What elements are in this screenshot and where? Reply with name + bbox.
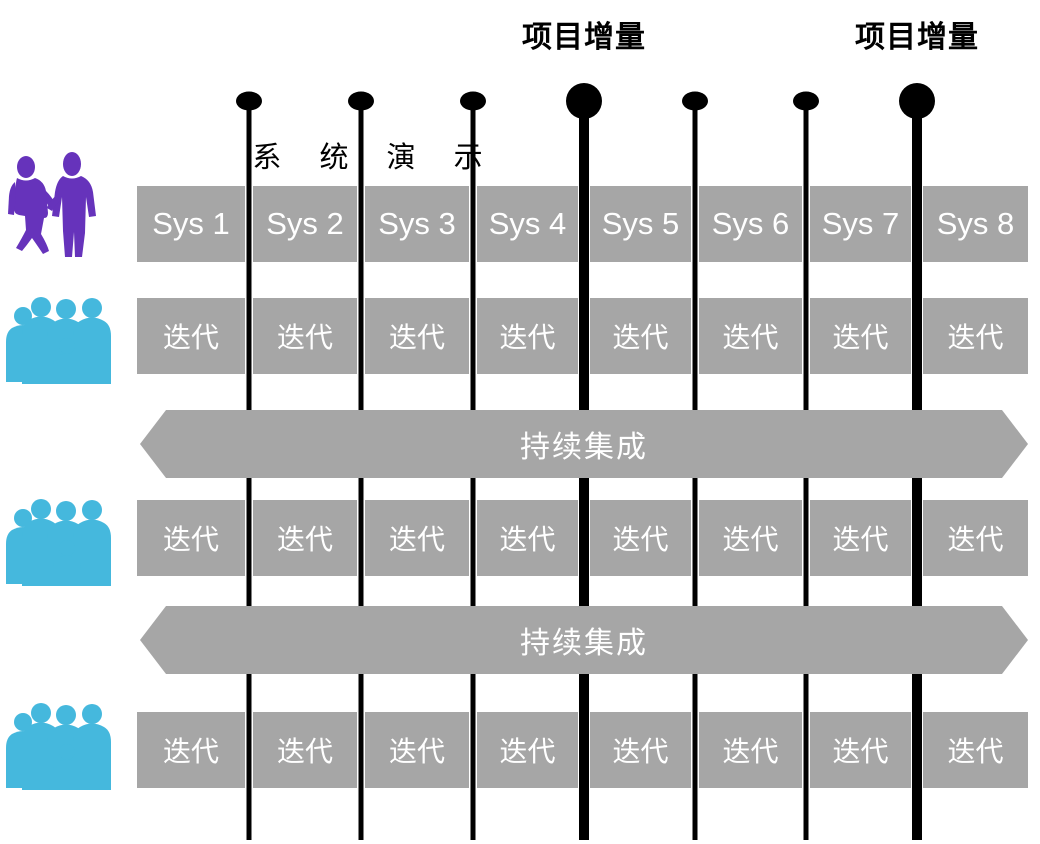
bar-segment: 迭代 <box>365 500 469 576</box>
bar-segment: Sys 4 <box>477 186 578 262</box>
continuous-integration-label: 持续集成 <box>520 431 648 464</box>
bar-segment: Sys 2 <box>253 186 357 262</box>
bar-segment: Sys 5 <box>590 186 691 262</box>
bar-segment: 迭代 <box>477 712 578 788</box>
bar-segment: 迭代 <box>810 712 911 788</box>
bar-segment: 迭代 <box>810 500 911 576</box>
system-cell-8: Sys 8 <box>936 206 1015 241</box>
iteration-cell-8: 迭代 <box>947 524 1004 555</box>
bar-segment: 迭代 <box>810 298 911 374</box>
system-demo-marker-3 <box>460 91 486 111</box>
iteration-cell-1: 迭代 <box>162 524 219 555</box>
iteration-cell-6: 迭代 <box>722 736 779 767</box>
system-demo-label: 系 统 演 示 <box>252 142 498 174</box>
continuous-integration-band-1: 持续集成 <box>140 410 1028 478</box>
pi-boundary-marker-7 <box>899 83 935 119</box>
iteration-row-3: 迭代 迭代 迭代 迭代 迭代 迭代 迭代 迭代 <box>0 712 1040 788</box>
iteration-cell-3: 迭代 <box>388 524 445 555</box>
bar-segment: 迭代 <box>699 712 802 788</box>
bar-segment: Sys 6 <box>699 186 802 262</box>
bar-segment: Sys 1 <box>137 186 245 262</box>
system-demo-marker-2 <box>348 91 374 111</box>
iteration-cell-8: 迭代 <box>947 736 1004 767</box>
iteration-cell-8: 迭代 <box>947 322 1004 353</box>
system-cell-1: Sys 1 <box>152 206 230 241</box>
iteration-cell-4: 迭代 <box>499 322 556 353</box>
iteration-cell-1: 迭代 <box>162 736 219 767</box>
iteration-cell-4: 迭代 <box>499 736 556 767</box>
bar-segment: Sys 8 <box>923 186 1028 262</box>
system-cell-2: Sys 2 <box>266 206 344 241</box>
bar-segment: 迭代 <box>923 712 1028 788</box>
bar-segment: 迭代 <box>137 500 245 576</box>
iteration-cell-3: 迭代 <box>388 322 445 353</box>
bar-segment: 迭代 <box>477 500 578 576</box>
iteration-cell-2: 迭代 <box>276 322 333 353</box>
team-group-icon <box>4 494 116 586</box>
iteration-cell-7: 迭代 <box>832 524 889 555</box>
iteration-cell-1: 迭代 <box>162 322 219 353</box>
iteration-cell-2: 迭代 <box>276 524 333 555</box>
iteration-cell-6: 迭代 <box>722 322 779 353</box>
system-cell-4: Sys 4 <box>488 206 567 241</box>
iteration-cell-7: 迭代 <box>832 736 889 767</box>
bar-segment: 迭代 <box>253 298 357 374</box>
bar-segment: 迭代 <box>137 712 245 788</box>
bar-segment: 迭代 <box>699 298 802 374</box>
bar-segment: 迭代 <box>365 712 469 788</box>
bar-segment: 迭代 <box>253 712 357 788</box>
bar-segment: 迭代 <box>923 500 1028 576</box>
system-demo-marker-1 <box>236 91 262 111</box>
pi-boundary-marker-4 <box>566 83 602 119</box>
bar-segment: 迭代 <box>137 298 245 374</box>
iteration-cell-6: 迭代 <box>722 524 779 555</box>
continuous-integration-label: 持续集成 <box>520 627 648 660</box>
bar-segment: 迭代 <box>699 500 802 576</box>
system-demo-marker-5 <box>682 91 708 111</box>
iteration-cell-5: 迭代 <box>612 524 669 555</box>
iteration-cell-2: 迭代 <box>276 736 333 767</box>
system-cell-7: Sys 7 <box>821 206 900 241</box>
iteration-cell-4: 迭代 <box>499 524 556 555</box>
iteration-row-2: 迭代 迭代 迭代 迭代 迭代 迭代 迭代 迭代 <box>0 500 1040 576</box>
iteration-cell-7: 迭代 <box>832 322 889 353</box>
business-people-icon <box>6 150 106 260</box>
iteration-row-1: 迭代 迭代 迭代 迭代 迭代 迭代 迭代 迭代 <box>0 298 1040 374</box>
bar-segment: 迭代 <box>477 298 578 374</box>
bar-segment: 迭代 <box>590 712 691 788</box>
team-group-icon <box>4 292 116 384</box>
continuous-integration-band-2: 持续集成 <box>140 606 1028 674</box>
bar-segment: Sys 7 <box>810 186 911 262</box>
pi-title-2: 项目增量 <box>855 21 979 54</box>
bar-segment: 迭代 <box>253 500 357 576</box>
bar-segment: 迭代 <box>590 500 691 576</box>
bar-segment: 迭代 <box>923 298 1028 374</box>
iteration-cell-5: 迭代 <box>612 736 669 767</box>
iteration-cell-3: 迭代 <box>388 736 445 767</box>
team-group-icon <box>4 698 116 790</box>
systems-row: Sys 1 Sys 2 Sys 3 Sys 4 Sys 5 Sys 6 Sys 7 Sys 8 <box>0 186 1040 262</box>
system-cell-5: Sys 5 <box>601 206 680 241</box>
system-cell-6: Sys 6 <box>711 206 790 241</box>
bar-segment: Sys 3 <box>365 186 469 262</box>
iteration-cell-5: 迭代 <box>612 322 669 353</box>
bar-segment: 迭代 <box>590 298 691 374</box>
system-cell-3: Sys 3 <box>378 206 456 241</box>
pi-title-1: 项目增量 <box>522 21 646 54</box>
system-demo-marker-6 <box>793 91 819 111</box>
bar-segment: 迭代 <box>365 298 469 374</box>
